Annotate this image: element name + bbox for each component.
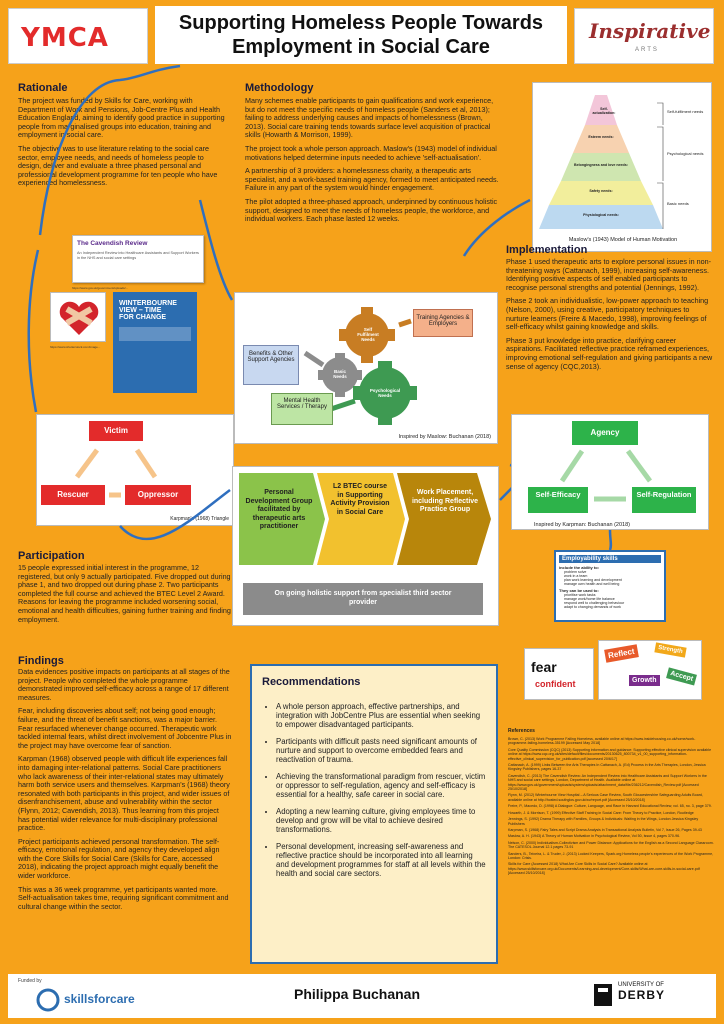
agency-diagram: Agency Self-Efficacy Self-Regulation Ins… xyxy=(511,414,709,530)
phase-arrows xyxy=(239,473,491,565)
funded-by-label: Funded by xyxy=(18,978,42,984)
gears-svg xyxy=(303,307,417,425)
agency-box: Agency xyxy=(572,421,638,445)
oppressor-box: Oppressor xyxy=(125,485,191,505)
self-efficacy-box: Self-Efficacy xyxy=(528,487,588,513)
winterbourne-image: WINTERBOURNE VIEW – TIME FOR CHANGE xyxy=(113,292,197,393)
findings-text: Data evidences positive impacts on parti… xyxy=(18,667,232,911)
skills-for-care-logo: skillsforcare xyxy=(36,986,156,1019)
phase-1: Personal Development Group facilitated b… xyxy=(245,489,313,530)
karpman-triangle-card: Victim Rescuer Oppressor Karpman's (1968… xyxy=(36,414,234,526)
recommendation-item: Participants with difficult pasts need s… xyxy=(276,737,486,764)
emp-item: problem solve xyxy=(564,570,587,574)
emp-item: prioritise work tasks xyxy=(564,593,596,597)
ymca-logo-text: YMCA xyxy=(21,23,109,53)
recommendation-item: Achieving the transformational paradigm … xyxy=(276,772,486,799)
agency-caption: Inspired by Karpman: Buchanan (2018) xyxy=(534,522,631,528)
recommendations-title: Recommendations xyxy=(262,676,361,688)
benefits-box: Benefits & Other Support Agencies xyxy=(243,345,299,385)
phase-2: L2 BTEC course in Supporting Activity Pr… xyxy=(330,483,390,516)
recommendations-list: A whole person approach, effective partn… xyxy=(262,702,486,878)
ymca-logo: YMCA xyxy=(8,8,148,64)
recommendations-card: Recommendations A whole person approach,… xyxy=(250,664,498,964)
rationale-title: Rationale xyxy=(18,82,68,94)
mental-health-box: Mental Health Services / Therapy xyxy=(271,393,333,425)
emp-item: manage own health and well being xyxy=(564,582,620,586)
methodology-text: Many schemes enable participants to gain… xyxy=(245,96,499,224)
rescuer-box: Rescuer xyxy=(41,485,105,505)
rationale-text: The project was funded by Skills for Car… xyxy=(18,96,225,188)
fear-word-image: fear confident xyxy=(524,648,594,700)
recommendation-item: Adopting a new learning culture, giving … xyxy=(276,807,486,834)
reflect-word-image: Reflect Strength Growth Accept xyxy=(598,640,702,700)
methodology-title: Methodology xyxy=(245,82,314,94)
phases-card: Personal Development Group facilitated b… xyxy=(232,466,499,626)
footer: Funded by skillsforcare Philippa Buchana… xyxy=(8,974,716,1018)
page-title: Supporting Homeless People Towards Emplo… xyxy=(155,6,567,64)
derby-logo: UNIVERSITY OF DERBY xyxy=(594,982,665,1006)
cavendish-review-image: The Cavendish Review An Independent Revi… xyxy=(72,235,204,283)
implementation-title: Implementation xyxy=(506,244,588,256)
emp-item: manage work/home life balance xyxy=(564,597,615,601)
recommendation-item: A whole person approach, effective partn… xyxy=(276,702,486,729)
participation-text: 15 people expressed initial interest in … xyxy=(18,563,231,624)
maslow-pyramid xyxy=(539,95,664,229)
gears-caption: Inspired by Maslow: Buchanan (2018) xyxy=(398,434,491,440)
maslow-pyramid-card: Self-actualization: Esteem needs: Belong… xyxy=(532,82,712,252)
phase-3: Work Placement, including Reflective Pra… xyxy=(411,489,479,513)
recommendation-item: Personal development, increasing self-aw… xyxy=(276,842,486,878)
skills-for-care-icon xyxy=(36,988,60,1012)
heart-icon xyxy=(59,301,99,335)
participation-title: Participation xyxy=(18,550,85,562)
emp-item: work in a team xyxy=(564,574,588,578)
gears-diagram: Self Fulfilment Needs Basic Needs Psycho… xyxy=(234,292,498,444)
emp-item: plan work learning and development xyxy=(564,578,622,582)
maslow-caption: Maslow's (1943) Model of Human Motivatio… xyxy=(568,237,678,243)
emp-item: respond well to challenging behaviour xyxy=(564,601,625,605)
inspirative-logo: Inspirative ARTS xyxy=(574,8,714,64)
author-name: Philippa Buchanan xyxy=(294,986,421,1002)
emp-item: adapt to changing demands of work xyxy=(564,605,621,609)
heart-image xyxy=(50,292,106,342)
implementation-text: Phase 1 used therapeutic arts to explore… xyxy=(506,257,713,371)
training-box: Training Agencies & Employers xyxy=(413,309,473,337)
heart-caption: https://www.shutterstock.com/image... xyxy=(50,345,101,349)
ongoing-support-bar: On going holistic support from specialis… xyxy=(243,583,483,615)
employability-skills-card: Employability skills include the ability… xyxy=(554,550,666,622)
triangle-caption: Karpman's (1968) Triangle xyxy=(170,516,229,522)
derby-crest-icon xyxy=(594,984,612,1006)
references: References Brown, C. (2013) Work Program… xyxy=(508,728,714,876)
self-regulation-box: Self-Regulation xyxy=(632,487,696,513)
findings-title: Findings xyxy=(18,655,64,667)
cavendish-link: https://www.gov.uk/government/uploads/..… xyxy=(72,286,129,290)
victim-box: Victim xyxy=(89,421,143,441)
